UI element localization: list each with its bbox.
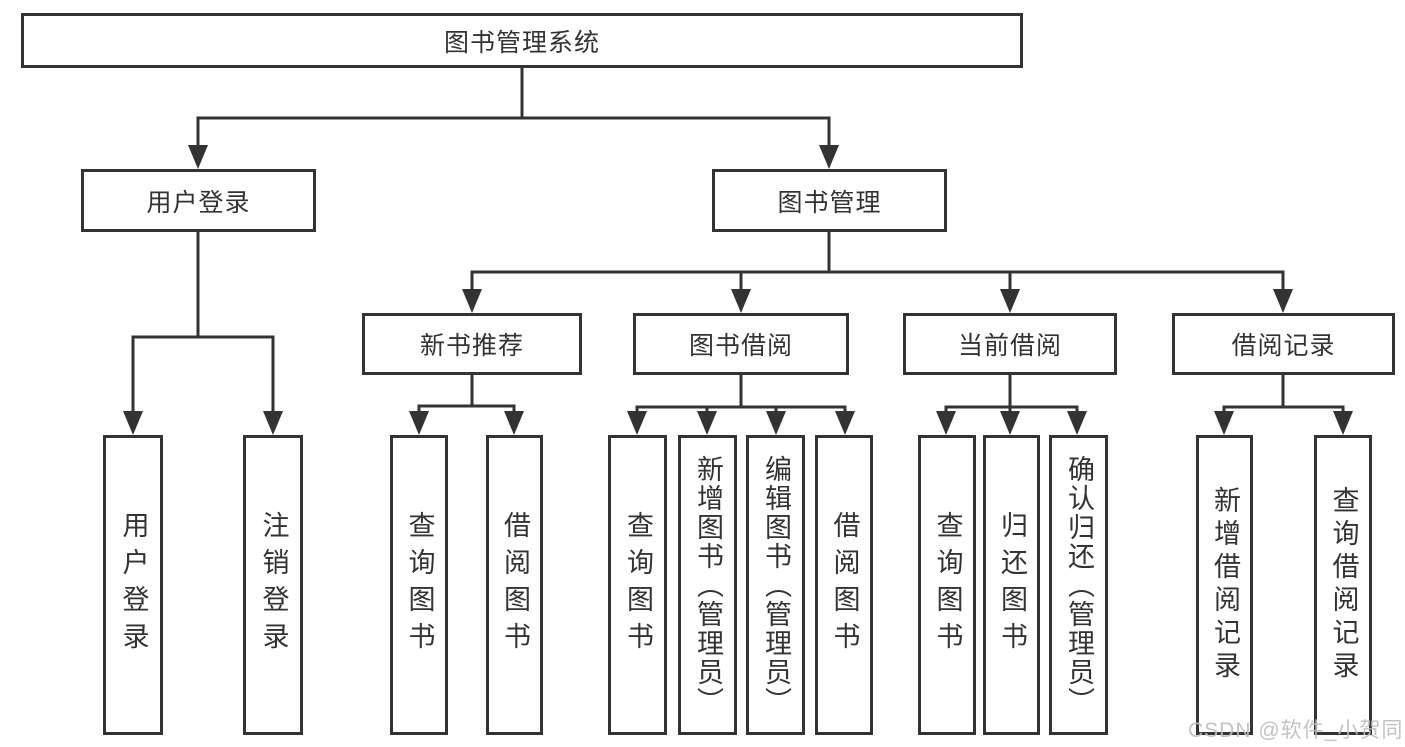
leaf-edit-book-admin-label: 编辑图书（管理员） <box>761 454 791 716</box>
node-book-management: 图书管理 <box>712 169 947 232</box>
leaf-add-borrow-record: 新增借阅记录 <box>1196 435 1253 735</box>
leaf-current-query-books: 查询图书 <box>918 435 976 735</box>
leaf-recommend-query-books-label: 查询图书 <box>404 511 435 659</box>
leaf-query-borrow-record-label: 查询借阅记录 <box>1328 486 1359 684</box>
leaf-borrow-query-books-label: 查询图书 <box>623 511 653 659</box>
node-new-book-recommend: 新书推荐 <box>362 313 582 375</box>
watermark: CSDN @软件_小贺同学 <box>1188 719 1405 742</box>
leaf-current-query-books-label: 查询图书 <box>932 511 963 659</box>
leaf-add-borrow-record-label: 新增借阅记录 <box>1210 486 1240 684</box>
arrowhead-icons <box>123 145 1353 435</box>
node-root: 图书管理系统 <box>21 13 1023 68</box>
leaf-add-book-admin: 新增图书（管理员） <box>678 435 737 735</box>
leaf-recommend-query-books: 查询图书 <box>390 435 448 735</box>
leaf-add-book-admin-label: 新增图书（管理员） <box>693 454 723 716</box>
node-book-borrow: 图书借阅 <box>633 313 849 375</box>
node-borrow-records: 借阅记录 <box>1172 313 1395 375</box>
leaf-borrow-books-label: 借阅图书 <box>829 511 860 659</box>
node-user-login: 用户登录 <box>81 169 316 232</box>
leaf-edit-book-admin: 编辑图书（管理员） <box>746 435 805 735</box>
leaf-borrow-query-books: 查询图书 <box>608 435 667 735</box>
leaf-logout-label: 注销登录 <box>258 511 289 659</box>
leaf-logout: 注销登录 <box>243 435 303 735</box>
leaf-recommend-borrow-books-label: 借阅图书 <box>500 511 530 659</box>
leaf-return-books: 归还图书 <box>983 435 1040 735</box>
leaf-return-books-label: 归还图书 <box>997 511 1027 659</box>
leaf-user-login-label: 用户登录 <box>118 511 149 659</box>
leaf-confirm-return-admin-label: 确认归还（管理员） <box>1064 454 1094 716</box>
leaf-borrow-books: 借阅图书 <box>815 435 873 735</box>
leaf-query-borrow-record: 查询借阅记录 <box>1314 435 1372 735</box>
leaf-recommend-borrow-books: 借阅图书 <box>486 435 543 735</box>
leaf-user-login: 用户登录 <box>103 435 163 735</box>
node-current-borrow: 当前借阅 <box>903 313 1117 375</box>
leaf-confirm-return-admin: 确认归还（管理员） <box>1049 435 1108 735</box>
